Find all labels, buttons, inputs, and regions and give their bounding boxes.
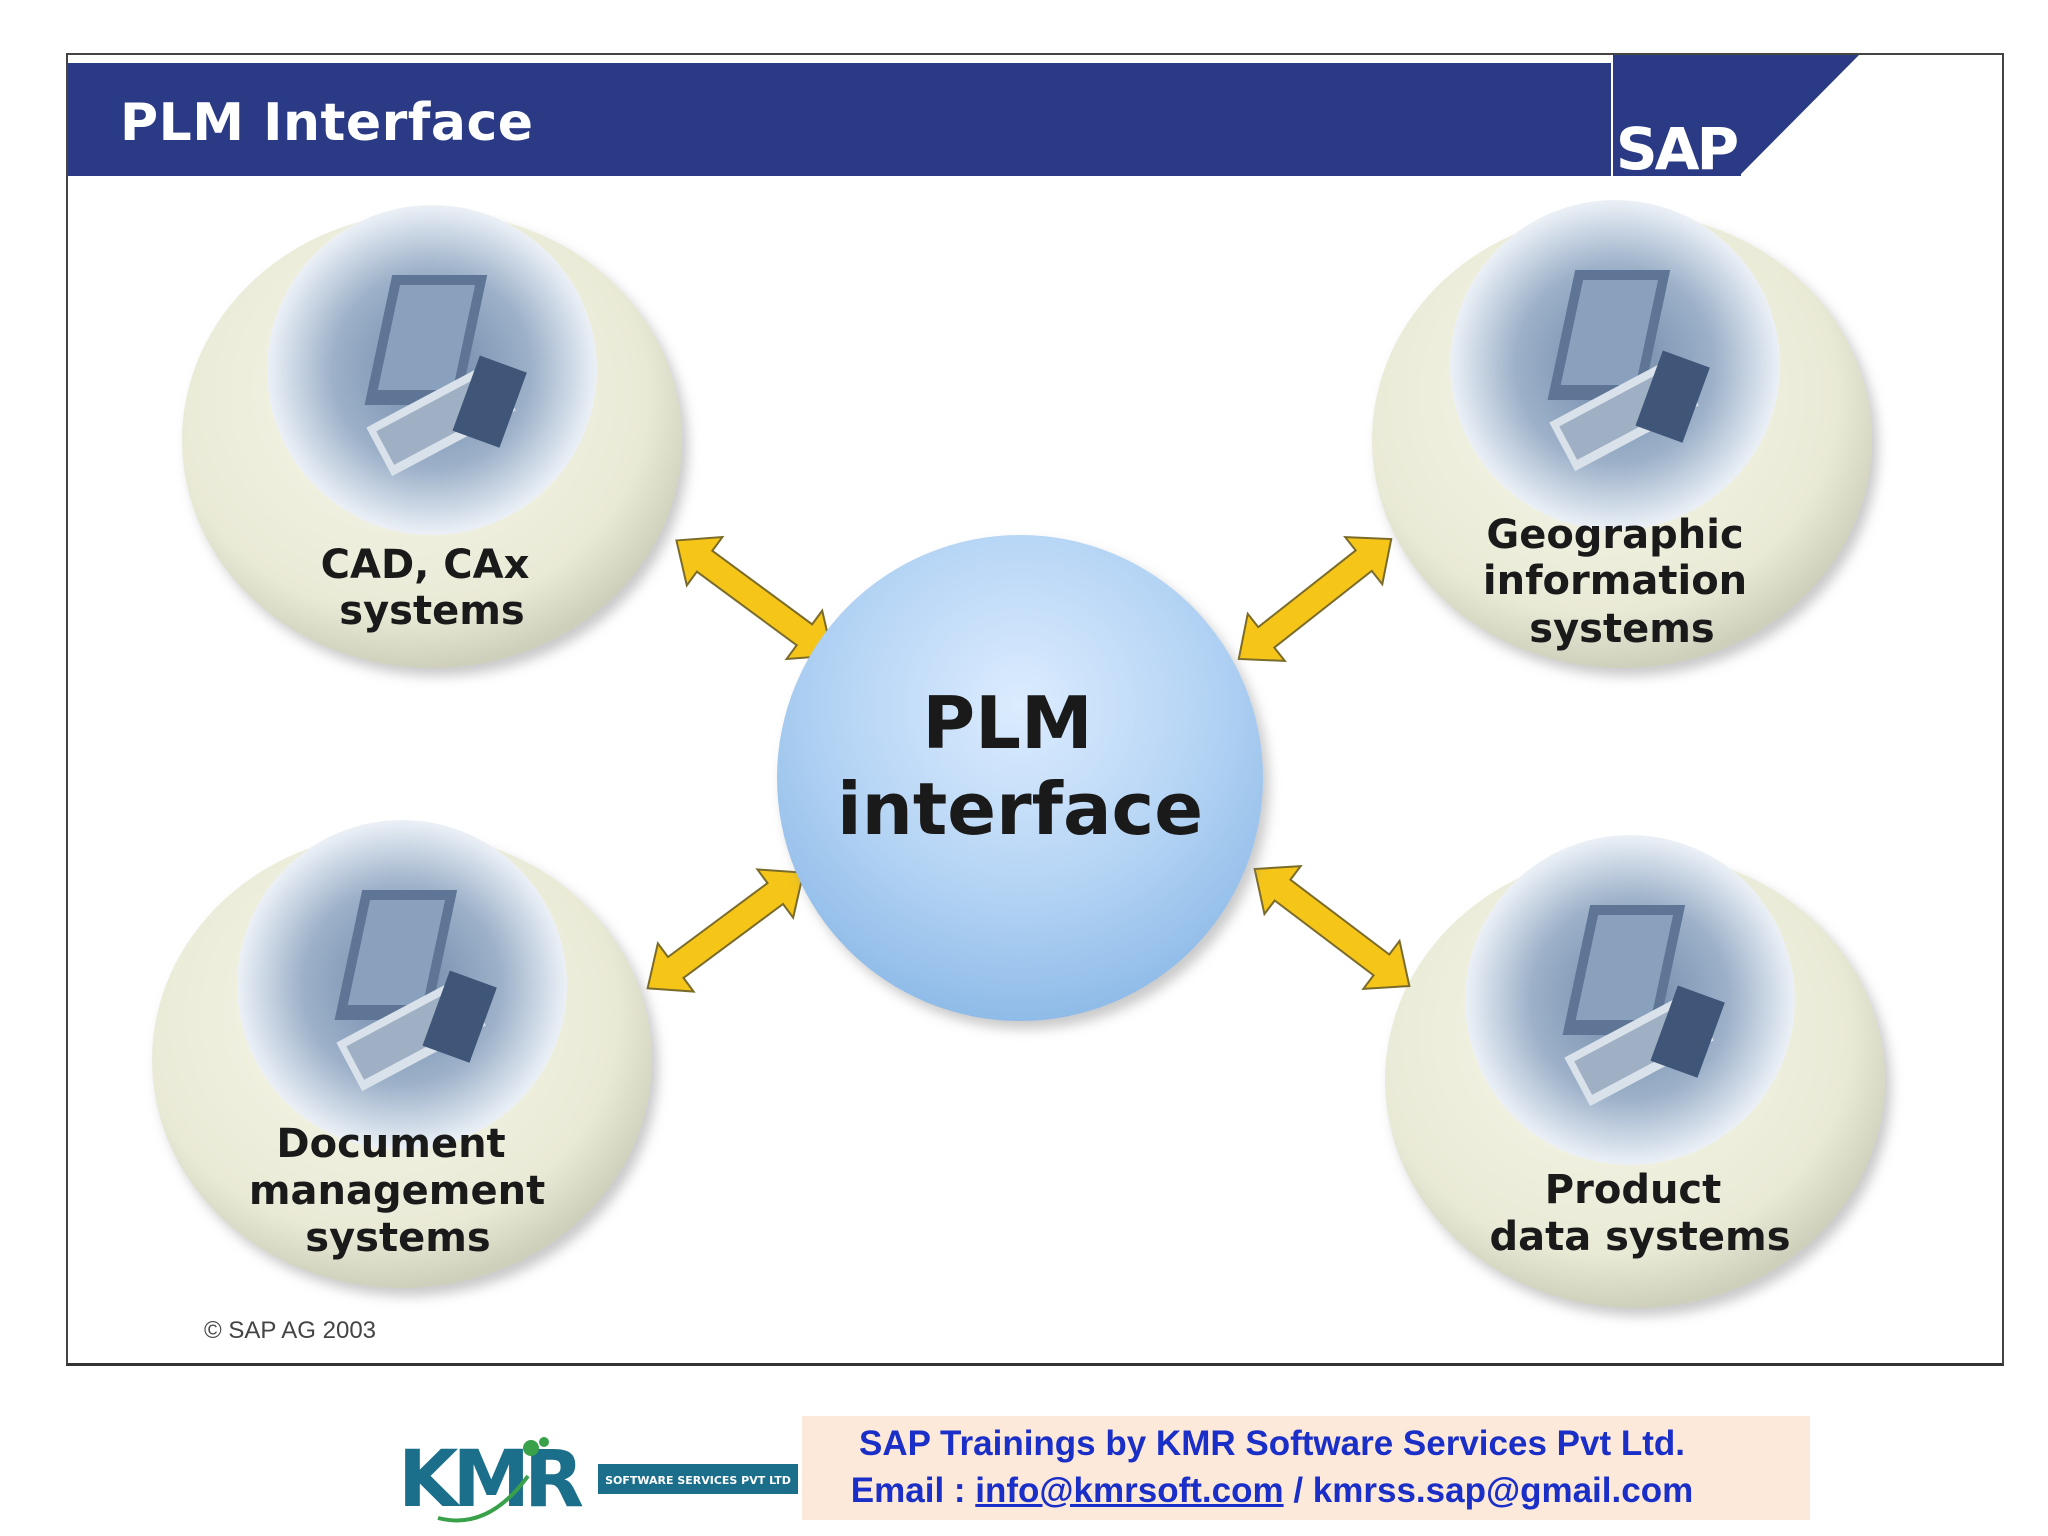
center-plm-interface: PLM interface	[777, 535, 1263, 1021]
arrow-geo-center	[1237, 535, 1393, 663]
node-doc-line2: management	[249, 1168, 545, 1214]
arrow-product-center	[1253, 865, 1411, 990]
center-line2: interface	[837, 767, 1203, 851]
email-primary-link[interactable]: info@kmrsoft.com	[975, 1471, 1284, 1510]
copyright-notice: © SAP AG 2003	[204, 1317, 377, 1344]
email-prefix: Email :	[850, 1471, 976, 1510]
node-geographic-systems: Geographic information systems	[1372, 200, 1872, 668]
node-geo-line3: systems	[1529, 606, 1714, 652]
footer-title: SAP Trainings by KMR Software Services P…	[859, 1424, 1685, 1463]
slide-title: PLM Interface	[120, 93, 534, 153]
node-geo-line2: information	[1483, 558, 1747, 604]
node-cad-line1: CAD, CAx	[321, 542, 530, 588]
footer-contact-box: SAP Trainings by KMR Software Services P…	[802, 1416, 1810, 1520]
kmr-logo: KMR SOFTWARE SERVICES PVT LTD	[398, 1436, 798, 1525]
plm-diagram: CAD, CAx systems Geographic information …	[152, 200, 1885, 1308]
sap-logo-slant	[1739, 55, 1859, 176]
node-product-systems: Product data systems	[1385, 835, 1885, 1308]
node-doc-line3: systems	[305, 1215, 490, 1261]
node-document-systems: Document management systems	[152, 820, 652, 1288]
logo-swoosh-icon	[437, 1474, 530, 1523]
sap-logo-box	[1611, 55, 1741, 176]
node-cad-systems: CAD, CAx systems	[182, 205, 682, 668]
email-separator: /	[1283, 1471, 1313, 1510]
center-line1: PLM	[922, 681, 1092, 765]
connector-arrows	[646, 535, 1411, 993]
logo-tagline: SOFTWARE SERVICES PVT LTD	[605, 1474, 791, 1487]
title-bar: PLM Interface	[68, 63, 1613, 176]
logo-dot-icon	[539, 1437, 549, 1447]
svg-text:PLM interface: PLM interface	[837, 681, 1203, 851]
logo-tagline-bar	[598, 1464, 798, 1494]
svg-text:Document management: Document management systems	[249, 1121, 559, 1261]
node-doc-line1: Document	[276, 1121, 505, 1167]
node-cad-line2: systems	[339, 588, 524, 634]
svg-text:Geographic information: Geographic information systems	[1483, 512, 1761, 652]
node-product-line2: data systems	[1489, 1214, 1790, 1260]
node-geo-line1: Geographic	[1486, 512, 1743, 558]
footer-email-line: Email : info@kmrsoft.com / kmrss.sap@gma…	[802, 1471, 1742, 1511]
logo-dot-icon	[523, 1440, 539, 1456]
sap-logo: SAP	[1615, 115, 1739, 183]
email-secondary: kmrss.sap@gmail.com	[1312, 1471, 1694, 1510]
svg-text:CAD, CAx systems: CAD, CAx systems	[321, 542, 544, 634]
node-product-line1: Product	[1545, 1167, 1721, 1213]
svg-text:Product data systems: Product data systems	[1489, 1167, 1790, 1260]
arrow-doc-center	[646, 868, 805, 993]
